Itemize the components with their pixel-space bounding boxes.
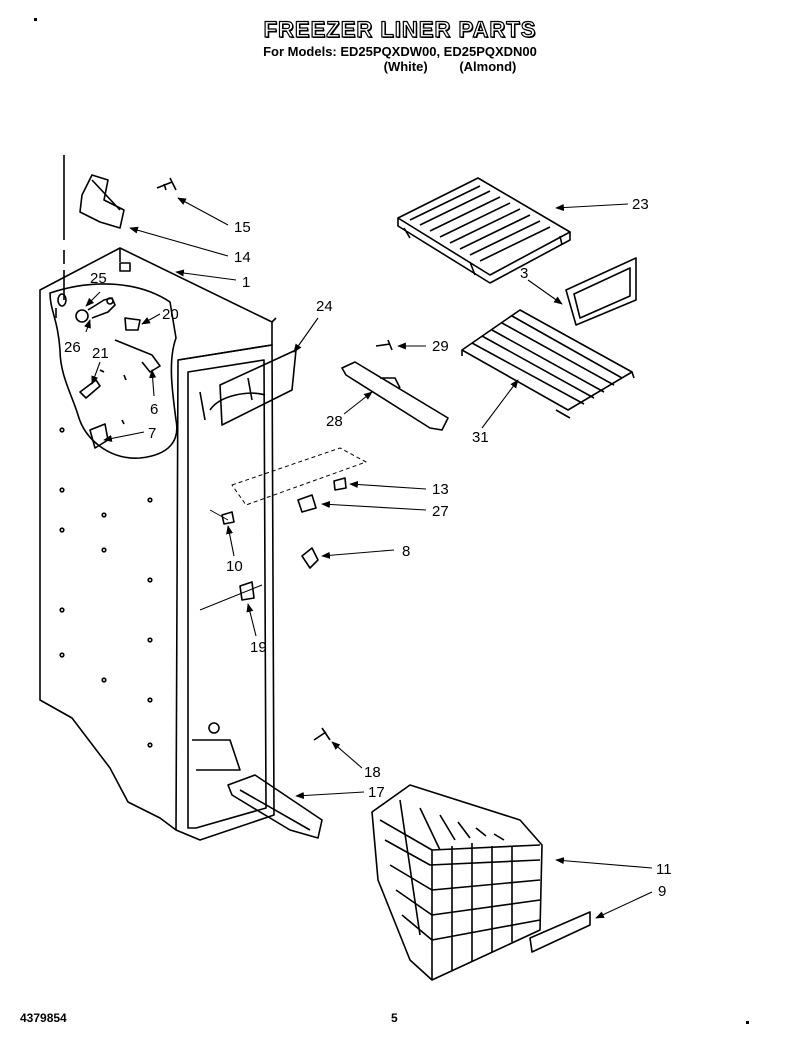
freezer-liner — [39, 247, 277, 841]
callout-27: 27 — [432, 503, 449, 520]
page-number: 5 — [391, 1011, 398, 1025]
part-10 — [221, 511, 235, 525]
trim-17 — [227, 774, 323, 839]
liner-holes — [59, 427, 153, 748]
callout-8: 8 — [402, 543, 410, 560]
variant-white: (White) — [383, 59, 428, 74]
screw-29 — [375, 339, 393, 351]
callout-20: 20 — [162, 306, 179, 323]
header: FREEZER LINER PARTS For Models: ED25PQXD… — [0, 17, 800, 74]
callout-15: 15 — [234, 219, 251, 236]
callout-9: 9 — [658, 883, 666, 900]
basket-11 — [371, 784, 543, 981]
callout-labels: 1 3 6 7 8 9 10 11 13 14 15 17 18 19 20 2… — [64, 196, 672, 900]
callout-3: 3 — [520, 265, 528, 282]
callout-14: 14 — [234, 249, 251, 266]
top-bracket — [79, 174, 125, 229]
screw-15 — [156, 177, 177, 191]
part-27 — [297, 494, 317, 513]
callout-28: 28 — [326, 413, 343, 430]
page-title: FREEZER LINER PARTS — [263, 17, 537, 42]
part-8 — [301, 547, 319, 569]
grid-shelf-23 — [397, 177, 571, 284]
callout-18: 18 — [364, 764, 381, 781]
wire-shelf-31 — [461, 309, 635, 419]
part-13 — [333, 477, 347, 491]
document-code: 4379854 — [20, 1011, 67, 1025]
color-variants: (White) (Almond) — [100, 59, 800, 74]
mounting-outline — [231, 447, 367, 506]
callout-24: 24 — [316, 298, 333, 315]
callout-26: 26 — [64, 339, 81, 356]
models-subtitle: For Models: ED25PQXDW00, ED25PQXDN00 — [263, 44, 537, 59]
variant-almond: (Almond) — [459, 59, 517, 74]
callout-13: 13 — [432, 481, 449, 498]
callout-11: 11 — [656, 861, 672, 878]
shelf-bracket-24 — [219, 349, 297, 426]
bin-front-9 — [529, 911, 591, 953]
callout-1: 1 — [242, 274, 250, 291]
bin-end-3 — [565, 257, 637, 326]
callout-31: 31 — [472, 429, 489, 446]
callout-25: 25 — [90, 270, 107, 287]
callout-23: 23 — [632, 196, 649, 213]
callout-6: 6 — [150, 401, 158, 418]
callout-7: 7 — [148, 425, 156, 442]
callout-29: 29 — [432, 338, 449, 355]
callout-17: 17 — [368, 784, 385, 801]
part-19 — [239, 581, 255, 601]
screw-18 — [313, 727, 331, 741]
callout-21: 21 — [92, 345, 109, 362]
callout-10: 10 — [226, 558, 243, 575]
shelf-rail-28 — [341, 361, 449, 431]
callout-19: 19 — [250, 639, 267, 656]
